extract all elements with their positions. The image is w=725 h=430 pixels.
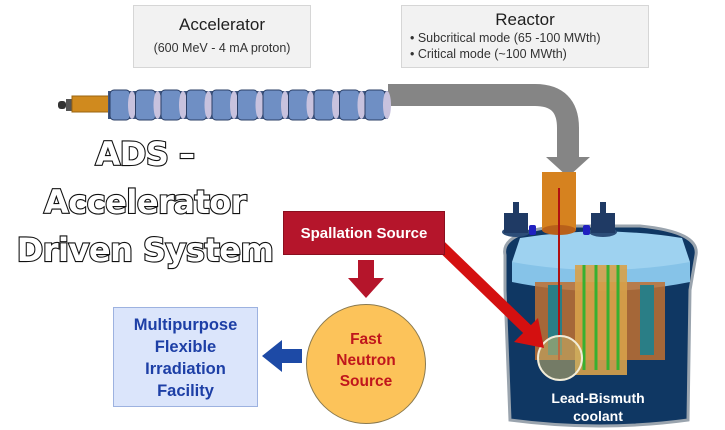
linac-cavity-segment [211,89,238,121]
neutron-line: Neutron [336,352,396,369]
spallation-source-box: Spallation Source [283,211,445,255]
down-arrow [348,260,384,298]
linac-cavity-segment [262,89,289,121]
reactor-vessel [502,172,698,428]
linear-accelerator [58,89,391,121]
title-line-1: ADS – [94,134,196,174]
spallation-arrow [436,241,544,348]
coolant-line: coolant [573,408,623,424]
facility-line: Flexible [154,338,217,356]
reactor-mode-subcritical: • Subcritical mode (65 -100 MWth) [410,31,601,45]
title-line-2: Accelerator [43,182,248,222]
reactor-mode-critical: • Critical mode (~100 MWth) [410,47,567,61]
linac-cavity-segment [364,89,391,121]
linac-cavity-segment [237,89,264,121]
linac-cavity-segment [186,89,213,121]
facility-line: Facility [157,382,214,400]
pump-right [589,202,617,237]
linac-cavity-segment [313,89,340,121]
linac-cavity-segment [109,89,136,121]
linac-cavity-segment [339,89,366,121]
title-line-3: Driven System [16,230,275,270]
accelerator-specs: (600 MeV - 4 mA proton) [153,41,291,55]
coolant-label: Lead-Bismuth coolant [528,389,668,425]
accelerator-info-box: Accelerator (600 MeV - 4 mA proton) [133,5,311,68]
beam-arrowhead [546,157,590,177]
linac-cavity-segment [288,89,315,121]
left-arrow [262,340,302,372]
neutron-line: Fast [350,331,382,348]
reactor-info-box: Reactor • Subcritical mode (65 -100 MWth… [401,5,649,68]
reactor-title: Reactor [495,10,555,29]
facility-line: Multipurpose [133,316,238,334]
linac-cavity-segment [135,89,162,121]
irradiation-facility-box: Multipurpose Flexible Irradiation Facili… [113,307,258,407]
beam-transport-arrow [388,84,579,160]
coolant-line: Lead-Bismuth [551,390,645,406]
fast-neutron-source-circle: Fast Neutron Source [306,304,426,424]
accelerator-title: Accelerator [179,15,265,34]
facility-line: Irradiation [145,360,226,378]
neutron-line: Source [339,373,393,390]
linac-cavity-segment [160,89,187,121]
pump-left [502,202,530,237]
